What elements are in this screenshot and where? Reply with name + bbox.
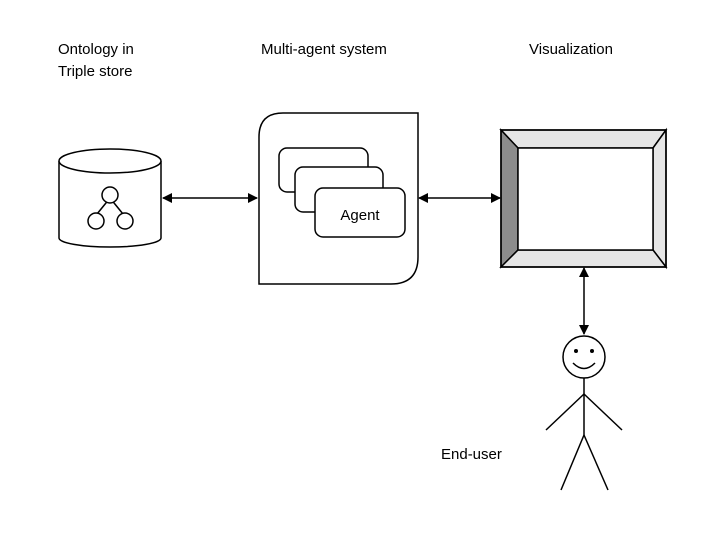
end-user-stick-figure-icon xyxy=(545,335,623,491)
agent-label: Agent xyxy=(340,207,380,224)
ontology-label-line1: Ontology in xyxy=(58,41,134,58)
monitor-icon xyxy=(499,127,668,270)
ontology-graph-icon xyxy=(87,186,134,230)
ontology-label-line2: Triple store xyxy=(58,63,132,80)
visualization-label: Visualization xyxy=(529,41,613,58)
agent-card-front xyxy=(314,187,406,238)
database-cylinder-icon xyxy=(58,148,162,248)
mas-label: Multi-agent system xyxy=(261,41,387,58)
end-user-label: End-user xyxy=(441,446,502,463)
